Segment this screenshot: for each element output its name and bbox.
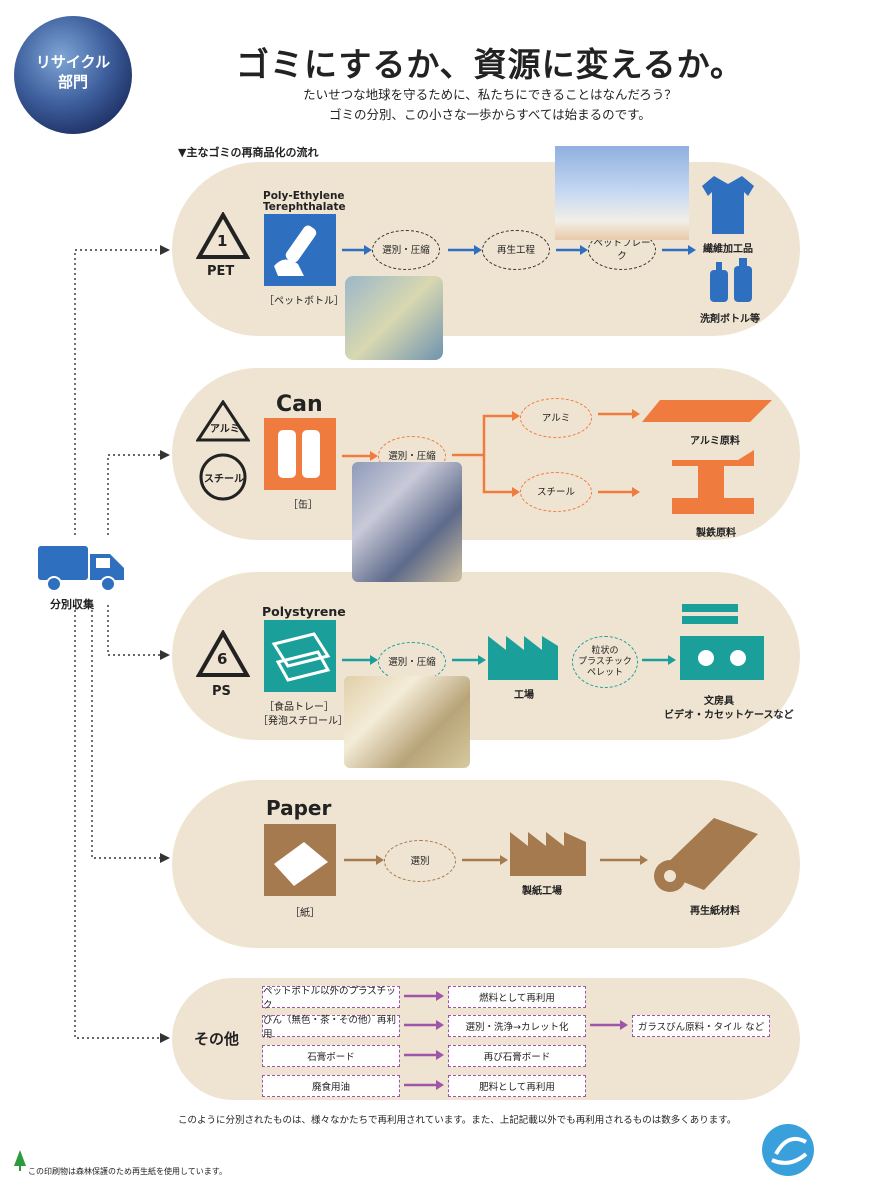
can-name: Can bbox=[276, 392, 323, 417]
stationery-case-icon bbox=[680, 604, 764, 680]
paper-item-label: ［紙］ bbox=[290, 908, 320, 919]
section-heading: ▼主なゴミの再商品化の流れ bbox=[178, 146, 319, 159]
paper-name: Paper bbox=[266, 796, 332, 820]
other-label: その他 bbox=[194, 1030, 240, 1048]
ps-factory-icon bbox=[488, 636, 558, 680]
can-symbol-alumi: アルミ bbox=[210, 424, 240, 435]
can-item-label: ［缶］ bbox=[288, 500, 318, 511]
tree-icon bbox=[14, 1150, 26, 1171]
footnote: このように分別されたものは、様々なかたちで再利用されています。また、上記記載以外… bbox=[178, 1115, 737, 1126]
globe-image bbox=[14, 16, 132, 134]
shirt-icon bbox=[702, 176, 754, 234]
pet-flake-photo bbox=[555, 146, 689, 240]
can-icon bbox=[264, 418, 336, 490]
ps-item-1: ［食品トレー］ bbox=[264, 702, 334, 713]
ps-symbol-label: PS bbox=[212, 684, 231, 699]
pet-product-1: 繊維加工品 bbox=[703, 244, 753, 255]
truck-icon bbox=[38, 546, 124, 592]
ps-step-factory: 工場 bbox=[514, 690, 534, 701]
ps-step-pellet: 粒状の プラスチック ペレット bbox=[572, 636, 638, 688]
can-branch-steel: スチール bbox=[520, 472, 592, 512]
other-extra: ガラスびん原料・タイル など bbox=[632, 1015, 770, 1037]
corner-label: リサイクル 部門 bbox=[35, 53, 111, 91]
pet-symbol-number: 1 bbox=[217, 232, 228, 250]
other-row-2-right: 選別・洗浄→カレット化 bbox=[448, 1015, 586, 1037]
subtitle-2: ゴミの分別、この小さな一歩からすべては始まるのです。 bbox=[329, 107, 651, 122]
paper-product: 再生紙材料 bbox=[690, 906, 740, 917]
can-product-2: 製鉄原料 bbox=[696, 528, 736, 539]
pet-step-sort: 選別・圧縮 bbox=[372, 230, 440, 270]
other-row-1-left: ペットボトル以外のプラスチック bbox=[262, 986, 400, 1011]
ps-symbol-number: 6 bbox=[217, 650, 228, 668]
other-row-4-left: 廃食用油 bbox=[262, 1075, 400, 1097]
detergent-bottle-icon bbox=[710, 258, 752, 302]
ps-item-2: ［発泡スチロール］ bbox=[258, 716, 348, 727]
recycle-6-icon bbox=[196, 630, 250, 677]
company-logo-icon bbox=[762, 1124, 814, 1176]
paper-factory-icon bbox=[510, 832, 586, 876]
other-row-3-right: 再び石膏ボード bbox=[448, 1045, 586, 1067]
paper-step-factory: 製紙工場 bbox=[522, 886, 562, 897]
steel-symbol-icon bbox=[199, 453, 247, 501]
other-row-1-right: 燃料として再利用 bbox=[448, 986, 586, 1008]
other-row-4-right: 肥料として再利用 bbox=[448, 1075, 586, 1097]
pet-symbol-label: PET bbox=[207, 264, 235, 279]
pet-bale-photo bbox=[345, 276, 443, 360]
pet-name-2: Terephthalate bbox=[263, 201, 346, 213]
ps-bale-photo bbox=[344, 676, 470, 768]
paper-roll-icon bbox=[654, 818, 758, 892]
truck-label: 分別収集 bbox=[50, 598, 94, 611]
pet-item-label: ［ペットボトル］ bbox=[264, 296, 344, 307]
bottom-note: この印刷物は森林保護のため再生紙を使用しています。 bbox=[28, 1167, 227, 1176]
page-title: ゴミにするか、資源に変えるか。 bbox=[235, 45, 745, 84]
other-row-3-left: 石膏ボード bbox=[262, 1045, 400, 1067]
paper-icon bbox=[264, 824, 336, 896]
pet-bottle-icon bbox=[264, 214, 336, 286]
pet-product-2: 洗剤ボトル等 bbox=[700, 314, 760, 325]
recycle-1-icon bbox=[196, 212, 250, 259]
steel-beam-icon bbox=[672, 450, 754, 514]
other-row-2-left: びん（無色・茶・その他）再利用 bbox=[262, 1015, 400, 1040]
subtitle-1: たいせつな地球を守るために、私たちにできることはなんだろう？ bbox=[303, 87, 677, 102]
ps-product-2: ビデオ・カセットケースなど bbox=[664, 710, 794, 721]
aluminum-symbol-icon bbox=[196, 400, 250, 442]
can-product-1: アルミ原料 bbox=[690, 436, 740, 447]
can-symbol-steel: スチール bbox=[204, 474, 244, 485]
food-tray-icon bbox=[264, 620, 336, 692]
can-bale-photo bbox=[352, 462, 462, 582]
ps-product-1: 文房具 bbox=[704, 696, 734, 707]
pet-step-regen: 再生工程 bbox=[482, 230, 550, 270]
ps-name: Polystyrene bbox=[262, 604, 346, 619]
can-branch-alumi: アルミ bbox=[520, 398, 592, 438]
aluminum-sheet-icon bbox=[642, 400, 772, 422]
pet-name-1: Poly-Ethylene bbox=[263, 190, 345, 202]
paper-step-sort: 選別 bbox=[384, 840, 456, 882]
